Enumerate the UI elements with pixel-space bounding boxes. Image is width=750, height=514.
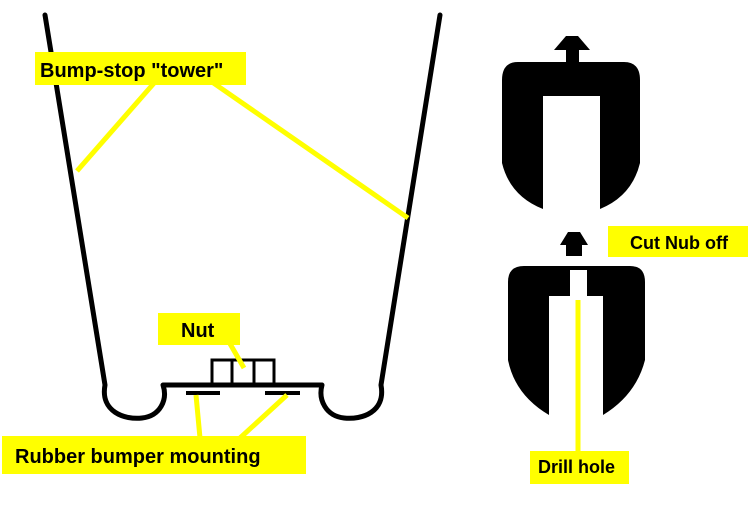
bumper-body-top xyxy=(502,62,640,209)
bumper-body-bottom xyxy=(508,266,645,415)
label-drill-box xyxy=(530,451,629,484)
nub-cut-off xyxy=(560,232,588,256)
bump-stop-tower-section xyxy=(42,12,443,421)
mount-leader-left xyxy=(193,394,203,439)
label-mount-text: Rubber bumper mounting xyxy=(15,446,261,468)
label-nut: Nut xyxy=(158,313,240,345)
label-mount-box xyxy=(2,436,306,474)
label-nut-box xyxy=(158,313,240,345)
bumper-drilled xyxy=(508,232,645,415)
drill-hole xyxy=(570,270,587,297)
label-drill-text: Drill hole xyxy=(538,457,615,477)
label-mount: Rubber bumper mounting xyxy=(2,436,306,474)
nut-leader xyxy=(226,340,247,370)
label-nut-text: Nut xyxy=(181,320,215,342)
label-tower-box xyxy=(35,52,246,85)
mount-leader-right xyxy=(238,393,289,440)
tower-leader-right xyxy=(210,79,410,221)
nut-right xyxy=(252,358,276,386)
leader-lines xyxy=(75,79,581,453)
label-cut: Cut Nub off xyxy=(608,226,748,257)
tower-leader-left xyxy=(75,80,157,173)
label-drill: Drill hole xyxy=(530,451,629,484)
bumper-with-nub xyxy=(502,36,640,209)
nut-left xyxy=(210,358,234,386)
nub-top xyxy=(554,36,590,64)
label-tower-text: Bump-stop "tower" xyxy=(40,60,223,82)
label-tower: Bump-stop "tower" xyxy=(35,52,246,85)
label-cut-text: Cut Nub off xyxy=(630,233,729,253)
label-cut-box xyxy=(608,226,748,257)
